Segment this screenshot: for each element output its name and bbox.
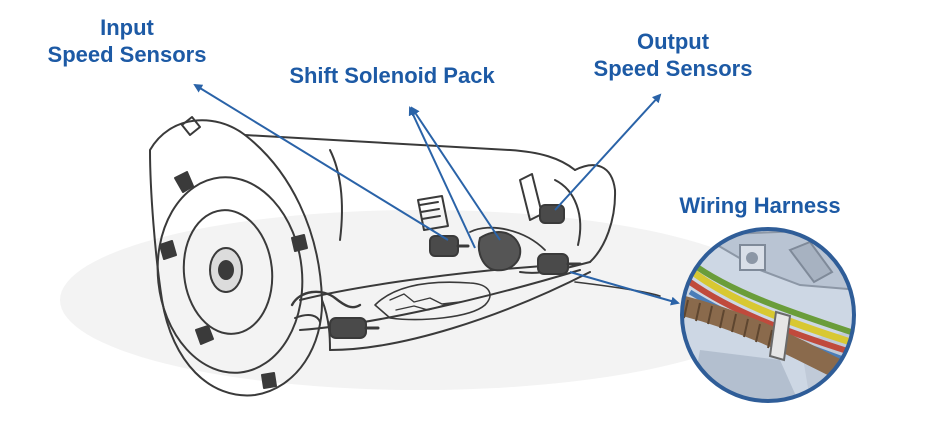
leader-lines bbox=[193, 83, 680, 306]
wiring-harness-inset bbox=[680, 227, 856, 403]
label-input-speed-sensors: Input Speed Sensors bbox=[32, 14, 222, 68]
transmission-drawing bbox=[149, 116, 661, 397]
label-input-speed-sensors-line2: Speed Sensors bbox=[47, 42, 207, 67]
label-wiring-harness: Wiring Harness bbox=[665, 192, 855, 219]
label-output-speed-sensors-line2: Speed Sensors bbox=[593, 56, 753, 81]
leader-shift-solenoid-pack-2 bbox=[410, 106, 501, 241]
label-input-speed-sensors-line1: Input bbox=[100, 15, 154, 40]
inset-ring bbox=[680, 227, 856, 403]
leader-output-speed-sensors bbox=[554, 93, 662, 211]
leader-wiring-harness bbox=[569, 271, 680, 306]
label-output-speed-sensors: Output Speed Sensors bbox=[578, 28, 768, 82]
label-shift-solenoid-pack-line1: Shift Solenoid Pack bbox=[289, 63, 495, 88]
label-wiring-harness-line1: Wiring Harness bbox=[679, 193, 841, 218]
label-output-speed-sensors-line1: Output bbox=[636, 29, 710, 54]
leader-shift-solenoid-pack-1 bbox=[408, 106, 476, 249]
label-shift-solenoid-pack: Shift Solenoid Pack bbox=[272, 62, 512, 89]
leader-input-speed-sensors bbox=[193, 83, 449, 241]
